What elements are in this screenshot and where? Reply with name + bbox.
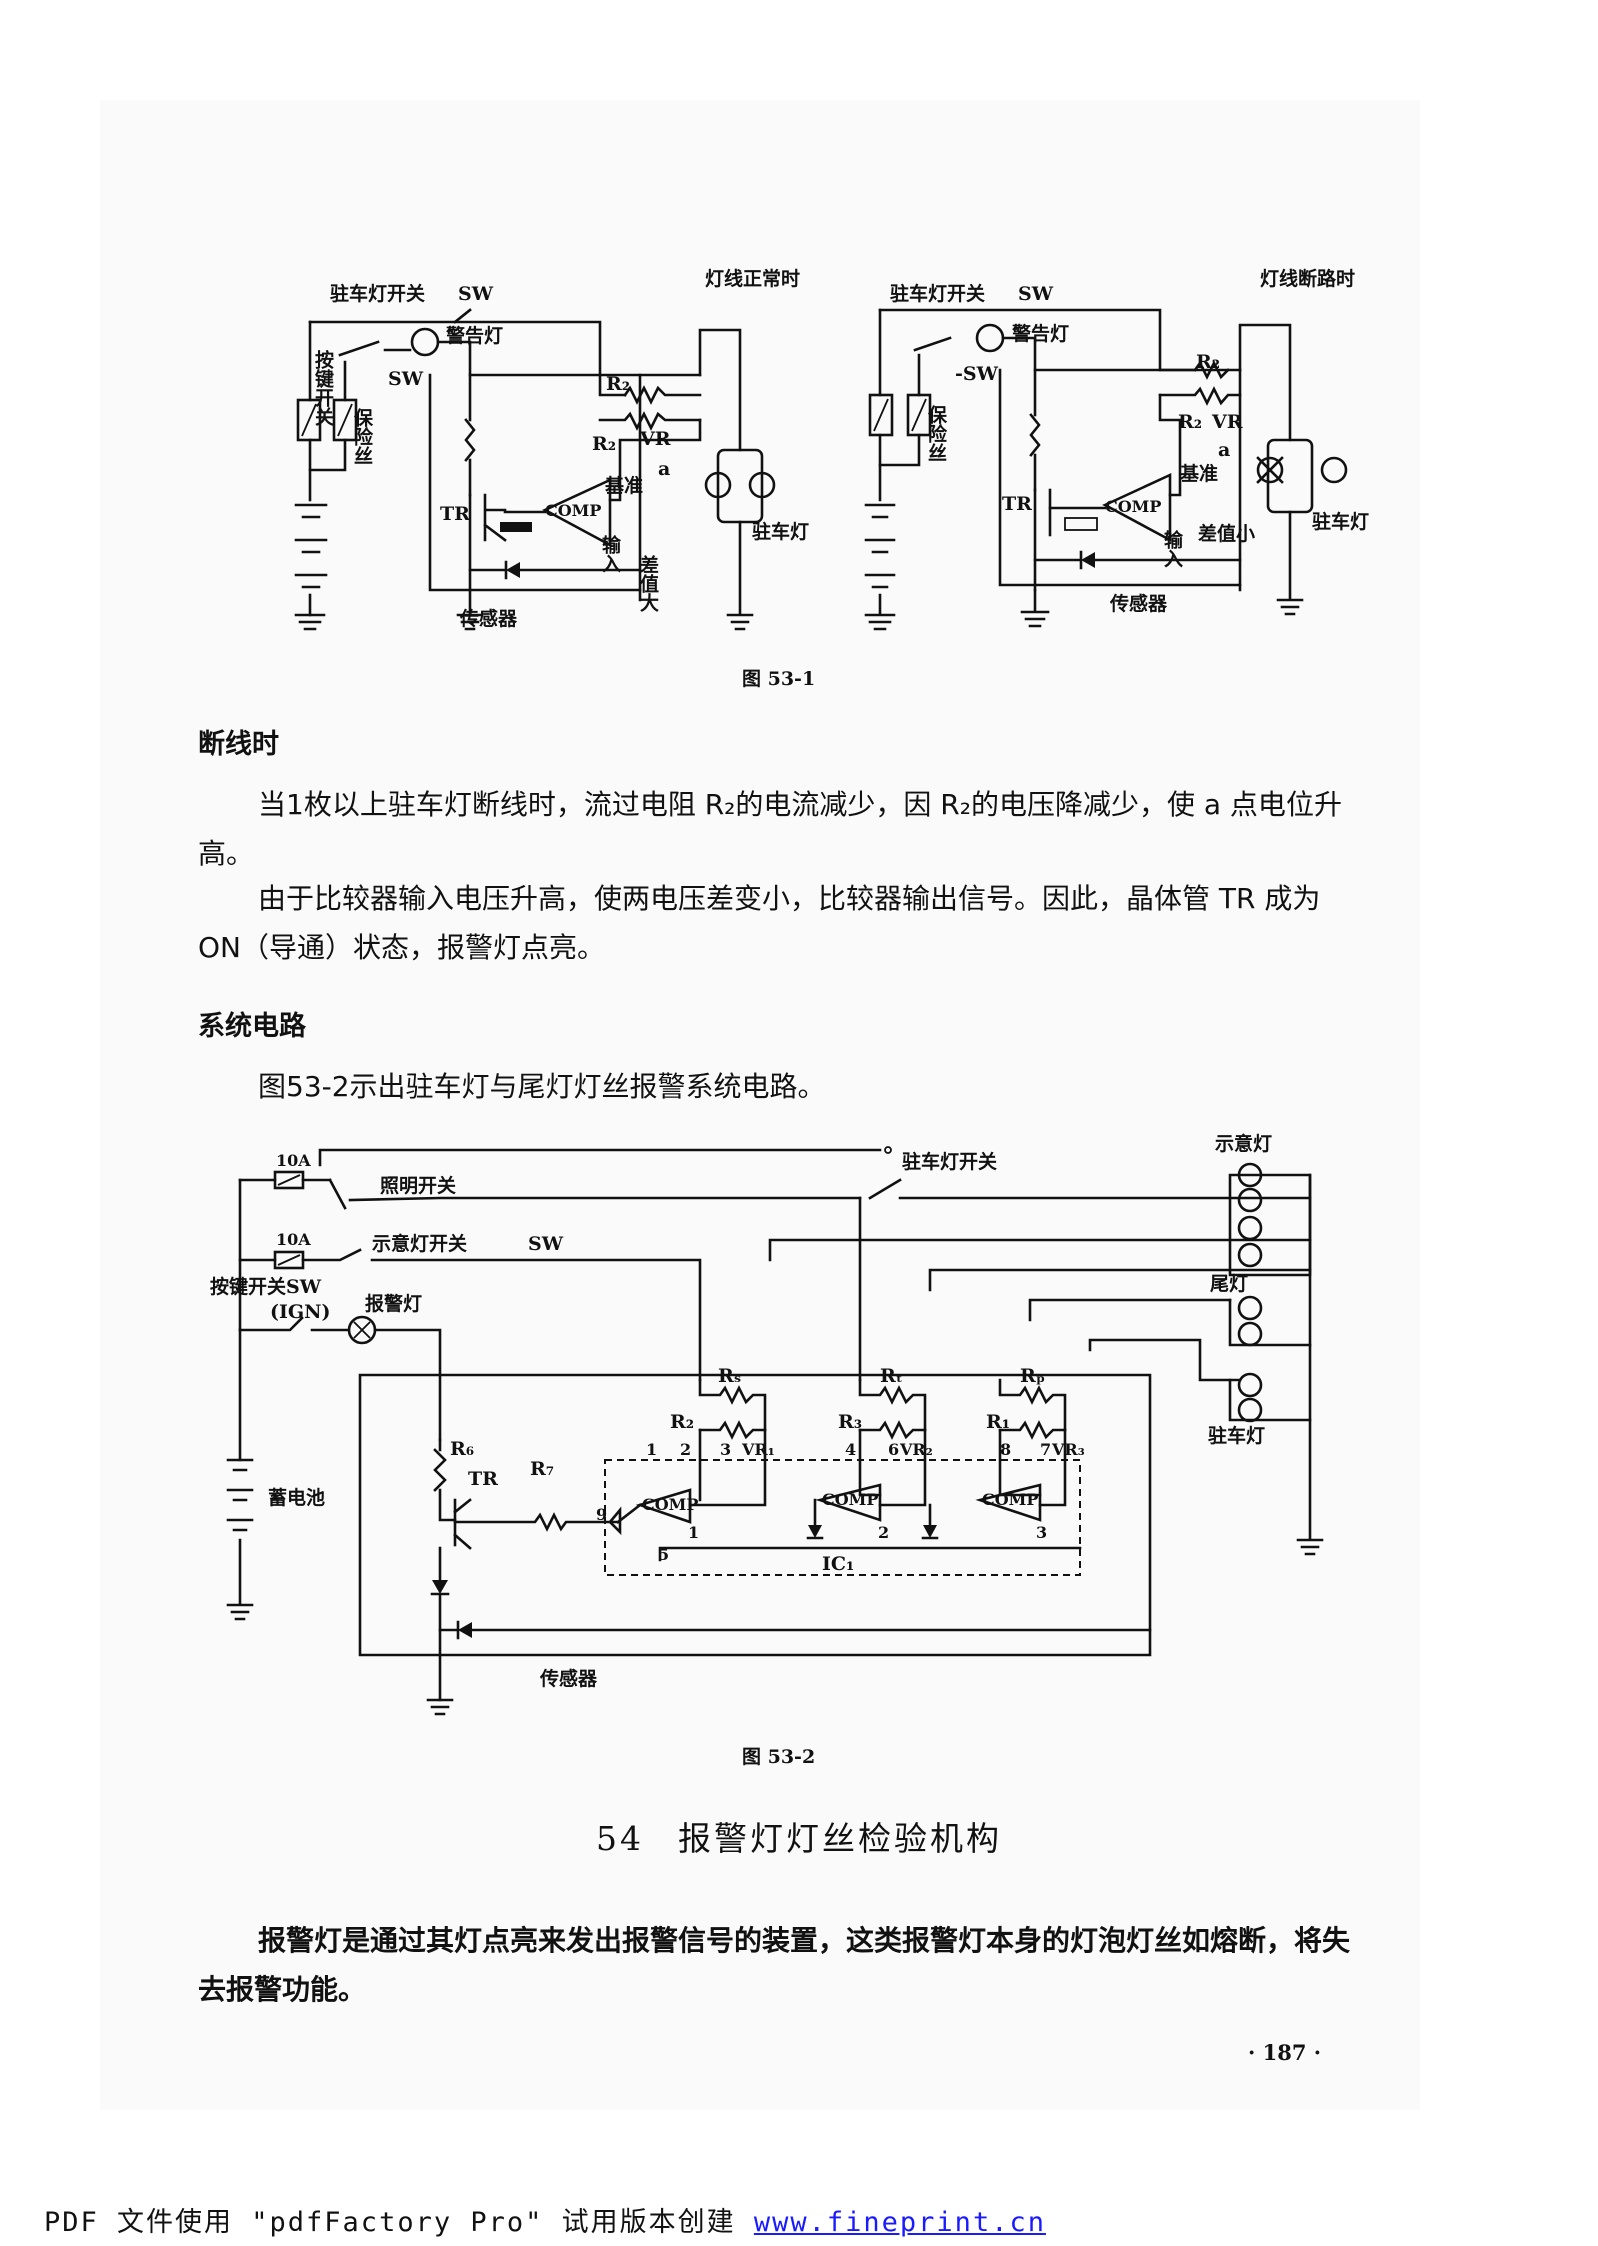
figure-53-2-caption: 图 53-2 [742,1746,816,1768]
broken-lamp-icon [1256,456,1284,484]
fuse-label: 保险丝 [925,404,948,462]
section-title-text: 报警灯灯丝检验机构 [678,1819,1002,1858]
sw-label: SW [1018,283,1054,305]
footer-text: PDF 文件使用 "pdfFactory Pro" 试用版本创建 [44,2207,754,2238]
park-lamp-icon-right [748,471,776,499]
diff-label: 差值大 [637,554,659,613]
paragraph-broken-1: 当1枚以上驻车灯断线时，流过电阻 R₂的电流减少，因 R₂的电压降减少，使 a … [198,788,1342,870]
paragraph-system: 图53-2示出驻车灯与尾灯灯丝报警系统电路。 [258,1070,826,1103]
heading-broken-line: 断线时 [198,729,279,760]
park-lamp-box [716,448,764,524]
section-number: 54 [596,1819,644,1858]
diagram-broken: 灯线断路时 驻车灯开关 SW 警告灯 -SW 保险丝 TR COMP 传感器 [864,267,1369,631]
diagram-title: 灯线正常时 [705,267,800,290]
section-54-title: 54 报警灯灯丝检验机构 [0,1812,1598,1860]
r2a-label: R₂ [606,373,630,395]
park-switch-label: 驻车灯开关 [890,282,985,305]
pdf-footer: PDF 文件使用 "pdfFactory Pro" 试用版本创建 www.fin… [44,2200,1046,2239]
comparator-shape [1102,472,1172,543]
sw2-label: SW [388,368,424,390]
diagram-title: 灯线断路时 [1260,267,1355,290]
warning-lamp-label: 警告灯 [446,324,503,347]
park-lamp-label: 驻车灯 [752,520,809,543]
comp-label: COMP [1105,497,1161,516]
r2b-label: R₂ [592,433,616,455]
park-lamp-label: 驻车灯 [1312,510,1369,533]
tr-label: TR [1002,493,1032,515]
footer-link[interactable]: www.fineprint.cn [753,2207,1046,2238]
fuse-label: 保险丝 [351,407,374,465]
park-switch-label: 驻车灯开关 [330,282,425,305]
paragraph-broken-2: 由于比较器输入电压升高，使两电压差变小，比较器输出信号。因此，晶体管 TR 成为… [198,882,1321,964]
input-label: 输入 [599,534,621,573]
comparator-shape [542,477,612,548]
warning-lamp-icon [975,323,1005,353]
base-label: 基准 [604,474,643,497]
page-number: · 187 · [1248,2040,1322,2065]
sensor-label: 传感器 [1109,592,1168,615]
sw-label: SW [458,283,494,305]
diagram-normal: 灯线正常时 驻车灯开关 SW 警告灯 按键开关 SW 保险丝 TR [294,267,809,631]
a-label: a [658,458,670,480]
heading-system-circuit: 系统电路 [198,1011,306,1042]
key-switch-label: 按键开关 [312,349,335,427]
input-label: 输入 [1161,529,1183,568]
comp-label: COMP [545,501,601,520]
figure-53-1-caption: 图 53-1 [742,668,816,690]
base-label: 基准 [1179,462,1218,485]
park-lamp-icon [1320,456,1348,484]
vr-label: VR [1211,411,1243,433]
r2a-label: R₂ [1196,351,1220,373]
tr-label: TR [440,503,470,525]
warning-lamp-icon [410,327,440,357]
park-lamp-icon-left [704,471,732,499]
a-label: a [1218,439,1230,461]
paragraph-section-54: 报警灯是通过其灯点亮来发出报警信号的装置，这类报警灯本身的灯泡灯丝如熔断，将失去… [198,1924,1351,2006]
sensor-label: 传感器 [459,607,518,630]
diff-label: 差值小 [1198,522,1255,545]
r2b-label: R₂ [1178,411,1202,433]
sw2-label: -SW [955,363,999,385]
warning-lamp-label: 警告灯 [1012,322,1069,345]
figure-53-1: 灯线正常时 驻车灯开关 SW 警告灯 按键开关 SW 保险丝 TR [294,267,1369,631]
